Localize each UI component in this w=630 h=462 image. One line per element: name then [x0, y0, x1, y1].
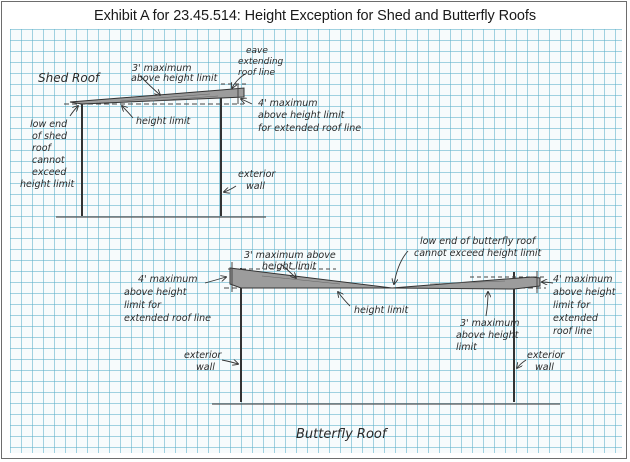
- shed-heading: Shed Roof: [38, 71, 101, 85]
- butterfly-exterior-wall-right: exterior wall: [527, 350, 567, 373]
- shed-height-limit-label: height limit: [136, 116, 191, 127]
- butterfly-note-3ft-right-line2: above height: [456, 330, 520, 341]
- shed-low-end-line3: roof: [32, 143, 53, 154]
- butterfly-exterior-wall-right-line2: wall: [535, 362, 554, 373]
- butterfly-note-3ft-right-line1: 3' maximum: [460, 318, 520, 329]
- butterfly-note-4ft-right-line3: limit for: [553, 300, 591, 311]
- butterfly-note-3ft-right: 3' maximum above height limit: [456, 318, 523, 353]
- shed-note-4ft-line3: for extended roof line: [258, 123, 361, 134]
- shed-exterior-wall-label: exterior wall: [238, 169, 278, 192]
- butterfly-note-3ft-top: 3' maximum above height limit: [244, 250, 339, 272]
- shed-note-eave-line1: eave: [246, 46, 268, 56]
- butterfly-note-4ft-right: 4' maximum above height limit for extend…: [553, 274, 618, 337]
- shed-low-end-line4: cannot: [32, 155, 66, 166]
- shed-note-4ft-line1: 4' maximum: [258, 98, 318, 109]
- shed-low-end-line2: of shed: [32, 131, 68, 142]
- butterfly-exterior-wall-left-line2: wall: [196, 362, 215, 373]
- shed-note-4ft-line2: above height limit: [258, 110, 346, 121]
- butterfly-note-4ft-right-line5: roof line: [553, 326, 592, 337]
- butterfly-note-4ft-right-line2: above height: [553, 287, 617, 298]
- butterfly-heading: Butterfly Roof: [296, 427, 389, 442]
- butterfly-exterior-wall-left-line1: exterior: [184, 350, 222, 361]
- shed-note-eave-line3: roof line: [238, 68, 275, 78]
- butterfly-note-3ft-top-line2: height limit: [262, 261, 317, 272]
- butterfly-right-wedge: [391, 276, 541, 290]
- butterfly-roof-drawing: [204, 250, 560, 405]
- shed-exterior-wall-line2: wall: [246, 181, 265, 192]
- butterfly-note-4ft-left-line2: above height: [124, 287, 188, 298]
- butterfly-note-low-end-line1: low end of butterfly roof: [420, 236, 537, 247]
- shed-note-3ft-line2: above height limit: [131, 73, 219, 84]
- butterfly-note-4ft-right-line4: extended: [553, 313, 599, 324]
- butterfly-note-4ft-left-line4: extended roof line: [124, 313, 211, 324]
- butterfly-note-4ft-left-line3: limit for: [124, 300, 162, 311]
- butterfly-exterior-wall-left: exterior wall: [184, 350, 224, 373]
- shed-low-end-line1: low end: [30, 119, 68, 130]
- butterfly-note-low-end: low end of butterfly roof cannot exceed …: [414, 236, 543, 259]
- butterfly-note-4ft-left-line1: 4' maximum: [138, 274, 198, 285]
- exhibit-title: Exhibit A for 23.45.514: Height Exceptio…: [94, 8, 536, 24]
- shed-roof-drawing: [56, 73, 266, 218]
- butterfly-note-low-end-line2: cannot exceed height limit: [414, 248, 543, 259]
- shed-note-eave: eave extending roof line: [238, 46, 286, 78]
- shed-low-end-line5: exceed: [32, 167, 67, 178]
- shed-exterior-wall-line1: exterior: [238, 169, 276, 180]
- shed-note-3ft-line1: 3' maximum: [132, 63, 192, 74]
- shed-low-end-note: low end of shed roof cannot exceed heigh…: [20, 119, 75, 190]
- butterfly-note-4ft-left: 4' maximum above height limit for extend…: [124, 274, 211, 324]
- shed-note-eave-line2: extending: [238, 57, 284, 67]
- butterfly-exterior-wall-right-line1: exterior: [527, 350, 565, 361]
- shed-note-4ft: 4' maximum above height limit for extend…: [258, 98, 361, 134]
- shed-low-end-line6: height limit: [20, 179, 75, 190]
- shed-note-3ft: 3' maximum above height limit: [131, 63, 219, 84]
- butterfly-left-wedge: [229, 267, 393, 289]
- butterfly-note-3ft-top-line1: 3' maximum above: [244, 250, 336, 261]
- butterfly-note-3ft-right-line3: limit: [456, 342, 478, 353]
- butterfly-note-4ft-right-line1: 4' maximum: [553, 274, 613, 285]
- butterfly-height-limit-label: height limit: [354, 305, 409, 316]
